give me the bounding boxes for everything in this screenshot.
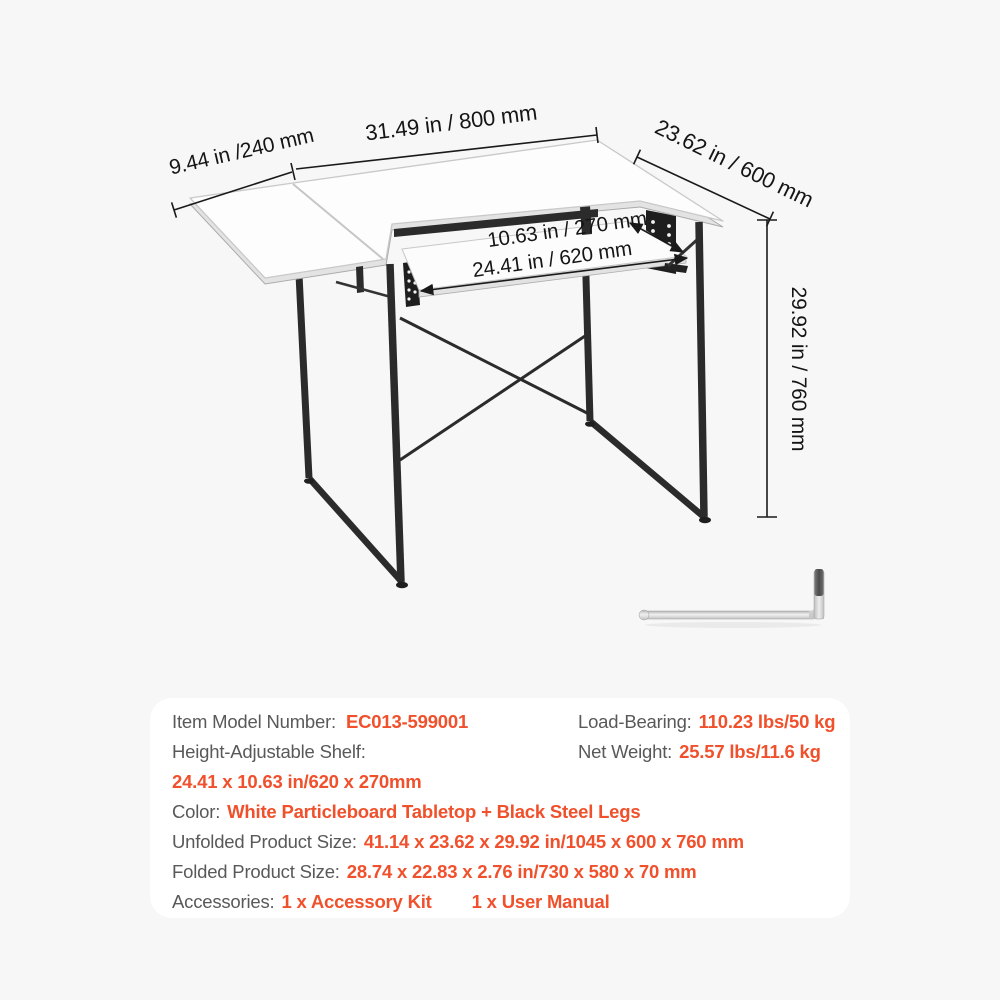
spec-row-shelf-label: Height-Adjustable Shelf:	[172, 740, 366, 764]
desk-front-legs	[306, 221, 708, 584]
color-value: White Particleboard Tabletop + Black Ste…	[227, 801, 641, 822]
desk-feet	[304, 421, 711, 589]
back-rail	[394, 206, 598, 237]
leaf-seam	[292, 183, 384, 260]
spec-row-color: Color: White Particleboard Tabletop + Bla…	[172, 800, 641, 824]
spec-row-accessories: Accessories: 1 x Accessory Kit 1 x User Ma…	[172, 890, 610, 914]
spec-row-shelf-value: 24.41 x 10.63 in/620 x 270mm	[172, 770, 422, 794]
desk-cross-braces	[399, 316, 588, 462]
dim-height-label: 29.92 in / 760 mm	[787, 287, 810, 452]
shelf-label: Height-Adjustable Shelf:	[172, 741, 366, 762]
shelf-size-value: 24.41 x 10.63 in/620 x 270mm	[172, 771, 422, 792]
unfolded-size-value: 41.14 x 23.62 x 29.92 in/1045 x 600 x 76…	[363, 831, 744, 852]
folded-size-value: 28.74 x 22.83 x 2.76 in/730 x 580 x 70 m…	[346, 861, 697, 882]
allen-wrench	[638, 569, 825, 628]
spec-row-model: Item Model Number: EC013-599001	[172, 710, 468, 734]
item-model-value: EC013-599001	[345, 711, 469, 732]
spec-row-load: Load-Bearing: 110.23 lbs/50 kg	[578, 710, 836, 734]
unfolded-size-label: Unfolded Product Size:	[172, 831, 357, 852]
spec-row-folded: Folded Product Size: 28.74 x 22.83 x 2.76…	[172, 860, 697, 884]
dimension-lines	[170, 126, 777, 518]
net-weight-value: 25.57 lbs/11.6 kg	[679, 741, 821, 762]
spec-row-net-weight: Net Weight: 25.57 lbs/11.6 kg	[578, 740, 821, 764]
net-weight-label: Net Weight:	[578, 741, 673, 762]
folded-size-label: Folded Product Size:	[172, 861, 340, 882]
load-bearing-value: 110.23 lbs/50 kg	[698, 711, 836, 732]
item-model-label: Item Model Number:	[172, 711, 336, 732]
tabletop	[189, 139, 724, 279]
spec-row-unfolded: Unfolded Product Size: 41.14 x 23.62 x 29…	[172, 830, 744, 854]
color-label: Color:	[172, 801, 221, 822]
accessories-value-manual: 1 x User Manual	[471, 891, 610, 912]
dim-top-width-label: 31.49 in / 800 mm	[364, 100, 538, 146]
load-bearing-label: Load-Bearing:	[578, 711, 692, 732]
spec-panel: Item Model Number: EC013-599001 Load-Bear…	[150, 698, 850, 918]
accessories-value-kit: 1 x Accessory Kit	[281, 891, 432, 912]
accessories-label: Accessories:	[172, 891, 275, 912]
